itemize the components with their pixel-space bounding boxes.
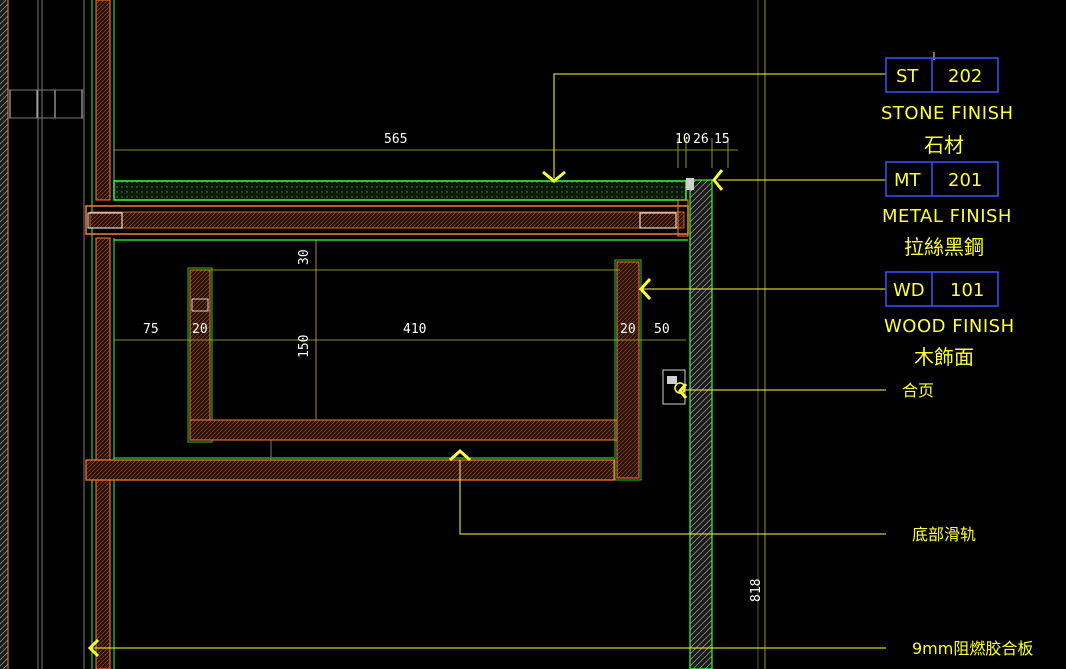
right-wall bbox=[686, 178, 713, 669]
dimension-texts: 565 10 26 15 30 75 20 410 20 50 150 818 bbox=[143, 132, 764, 602]
finish-cn-label: 木飾面 bbox=[914, 345, 974, 369]
dim-565: 565 bbox=[384, 132, 407, 147]
dim-818: 818 bbox=[749, 579, 764, 602]
bottom-shelf bbox=[85, 440, 615, 481]
dim-15: 15 bbox=[714, 132, 730, 147]
note-hinge: 合页 bbox=[902, 381, 934, 400]
finish-label: METAL FINISH bbox=[882, 206, 1012, 227]
note-plywood: 9mm阻燃胶合板 bbox=[912, 639, 1033, 658]
left-cabinet-side bbox=[91, 0, 115, 669]
annotation-notes: 合页 底部滑轨 9mm阻燃胶合板 bbox=[902, 381, 1033, 658]
note-bottom-slide: 底部滑轨 bbox=[912, 525, 976, 544]
stone-top bbox=[113, 180, 687, 201]
dim-30: 30 bbox=[297, 249, 312, 265]
tag-number: 202 bbox=[948, 66, 982, 87]
tag-code: MT bbox=[894, 170, 922, 191]
leader-lines bbox=[90, 52, 935, 649]
dim-10: 10 bbox=[675, 132, 691, 147]
finish-label: WOOD FINISH bbox=[884, 316, 1015, 337]
left-wall bbox=[0, 0, 85, 669]
dim-75: 75 bbox=[143, 322, 159, 337]
dim-20-right: 20 bbox=[620, 322, 636, 337]
dimension-lines bbox=[113, 0, 766, 669]
dim-410: 410 bbox=[403, 322, 426, 337]
dim-20-left: 20 bbox=[192, 322, 208, 337]
finish-cn-label: 石材 bbox=[924, 133, 964, 157]
dim-26: 26 bbox=[693, 132, 709, 147]
dim-50: 50 bbox=[654, 322, 670, 337]
tag-code: ST bbox=[896, 66, 919, 87]
tag-number: 201 bbox=[948, 170, 982, 191]
tag-code: WD bbox=[893, 280, 925, 301]
finish-cn-label: 拉絲黑鋼 bbox=[904, 235, 984, 259]
finish-label: STONE FINISH bbox=[881, 103, 1014, 124]
tag-stone: ST 202 STONE FINISH 石材 bbox=[881, 57, 1014, 157]
leader-arrowheads bbox=[87, 169, 724, 658]
top-panel bbox=[85, 199, 689, 241]
drawer-box bbox=[187, 259, 642, 481]
tag-wood: WD 101 WOOD FINISH 木飾面 bbox=[884, 271, 1015, 369]
tag-metal: MT 201 METAL FINISH 拉絲黑鋼 bbox=[882, 161, 1012, 259]
dim-150: 150 bbox=[297, 335, 312, 358]
tag-number: 101 bbox=[950, 280, 984, 301]
